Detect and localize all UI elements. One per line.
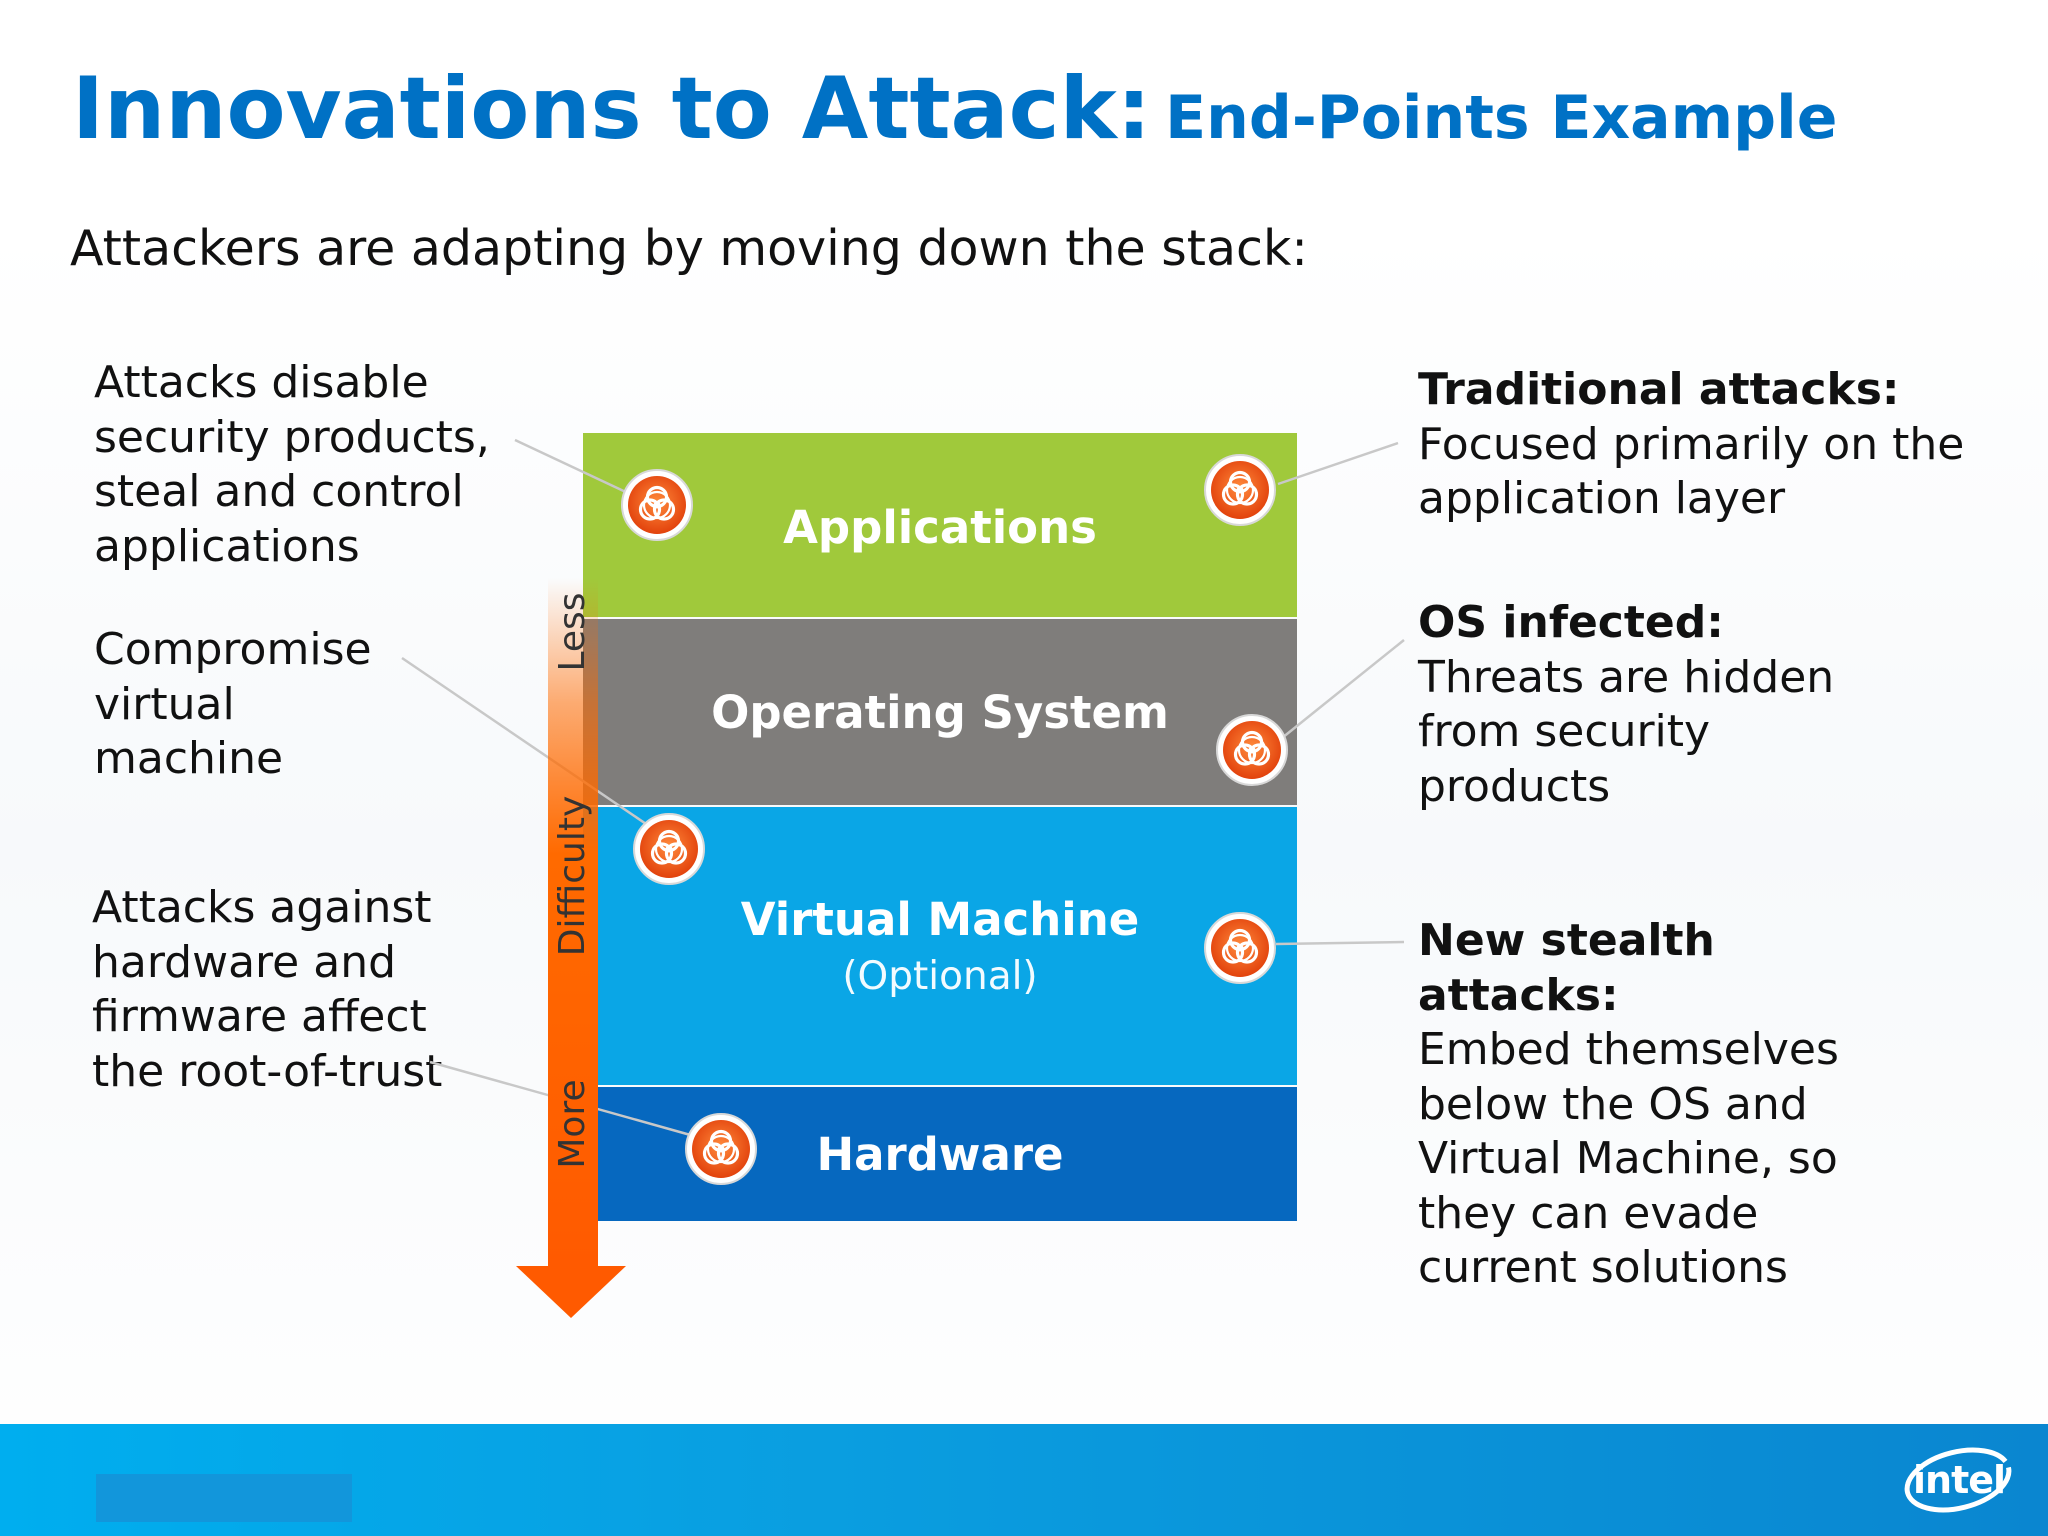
note-heading: New stealth attacks:	[1418, 915, 1715, 1021]
layer-label: Virtual Machine	[740, 893, 1140, 946]
note-text: Attacks against hardware and firmware af…	[92, 882, 443, 1097]
note-os-infected: OS infected: Threats are hidden from sec…	[1418, 596, 1888, 814]
layer-label: Hardware	[816, 1127, 1064, 1181]
note-hardware-attacks: Attacks against hardware and firmware af…	[92, 881, 512, 1099]
note-heading: OS infected:	[1418, 597, 1724, 648]
note-body: Embed themselves below the OS and Virtua…	[1418, 1024, 1839, 1293]
layer-label: Applications	[783, 500, 1097, 554]
difficulty-less-label: Less	[552, 592, 593, 671]
title-sub: End-Points Example	[1165, 83, 1838, 153]
note-traditional-attacks: Traditional attacks: Focused primarily o…	[1418, 363, 1978, 527]
layer-note: (Optional)	[842, 954, 1038, 999]
note-apps-attacks: Attacks disable security products, steal…	[94, 356, 534, 574]
note-text: Compromise virtual machine	[94, 624, 372, 784]
biohazard-icon	[684, 1112, 758, 1186]
layer-applications: Applications	[583, 433, 1297, 617]
difficulty-arrow	[516, 578, 626, 1318]
biohazard-icon	[1203, 911, 1277, 985]
difficulty-more-label: More	[552, 1079, 593, 1168]
footer-block	[96, 1474, 352, 1522]
layer-operating-system: Operating System	[583, 619, 1297, 805]
connector-line	[401, 656, 653, 830]
biohazard-icon	[632, 812, 706, 886]
connector-line	[514, 438, 631, 496]
layer-label: Operating System	[711, 685, 1169, 739]
subtitle: Attackers are adapting by moving down th…	[70, 220, 1308, 277]
layer-hardware: Hardware	[583, 1087, 1297, 1221]
biohazard-icon	[1215, 713, 1289, 787]
note-body: Threats are hidden from security product…	[1418, 651, 1835, 812]
page-title: Innovations to Attack:End-Points Example	[72, 66, 1837, 152]
connector-line	[1277, 441, 1399, 486]
intel-logo-text: intel	[1913, 1458, 2006, 1502]
difficulty-label: Difficulty	[552, 796, 593, 957]
biohazard-icon	[1203, 453, 1277, 527]
note-stealth-attacks: New stealth attacks: Embed themselves be…	[1418, 914, 1898, 1296]
connector-line	[1275, 940, 1405, 946]
note-body: Focused primarily on the application lay…	[1418, 418, 1965, 525]
title-main: Innovations to Attack:	[72, 59, 1152, 159]
note-text: Attacks disable security products, steal…	[94, 357, 490, 572]
connector-line	[1281, 639, 1405, 739]
note-vm-compromise: Compromise virtual machine	[94, 623, 414, 787]
biohazard-icon	[620, 468, 694, 542]
intel-logo	[1904, 1447, 2012, 1513]
note-heading: Traditional attacks:	[1418, 364, 1900, 415]
